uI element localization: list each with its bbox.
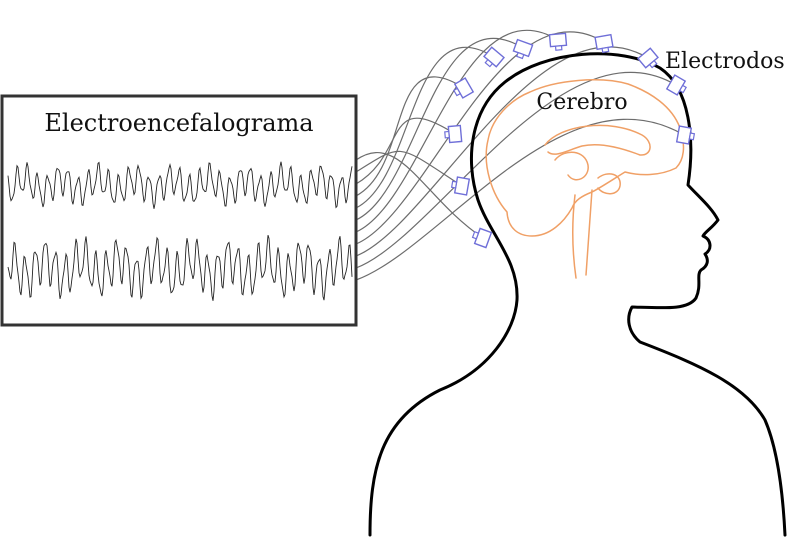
electrode	[483, 46, 505, 68]
electrode-array	[444, 32, 696, 249]
electrode	[444, 124, 463, 144]
head-outline	[368, 52, 787, 537]
eeg-trace-lower	[7, 235, 353, 301]
electrode-wire	[355, 38, 524, 221]
electrode-wire	[355, 117, 456, 185]
electrode-wires	[355, 29, 685, 281]
electrode	[637, 47, 659, 69]
electrode	[471, 227, 493, 249]
electrode	[665, 74, 687, 96]
electrode-wire	[355, 31, 605, 245]
brain-stem	[572, 189, 593, 279]
brain-corpus	[544, 124, 651, 156]
electrode	[450, 176, 471, 196]
brain-label: Cerebro	[536, 90, 627, 115]
eeg-frame	[0, 94, 358, 327]
electrodes-label: Electrodos	[665, 49, 785, 74]
brain-cerebellum	[597, 173, 621, 195]
electrode-wire	[355, 47, 495, 209]
electrode-wire	[355, 150, 463, 187]
electrode-wire	[355, 76, 465, 197]
eeg-trace-upper	[7, 161, 353, 209]
eeg-panel: Electroencefalograma	[0, 94, 358, 327]
eeg-title: Electroencefalograma	[44, 109, 313, 137]
electrode	[548, 32, 568, 51]
electrode-wire	[355, 29, 559, 233]
electrode-wire	[355, 118, 685, 281]
electrode	[512, 38, 534, 60]
electrode	[453, 77, 475, 99]
brain-thalamus	[554, 151, 589, 181]
electrode-wire	[355, 152, 484, 239]
electrode	[675, 125, 696, 145]
electrode-wire	[355, 71, 677, 269]
electrode	[594, 33, 614, 54]
brain-drawing	[485, 79, 685, 279]
brain-cortex	[485, 79, 685, 237]
